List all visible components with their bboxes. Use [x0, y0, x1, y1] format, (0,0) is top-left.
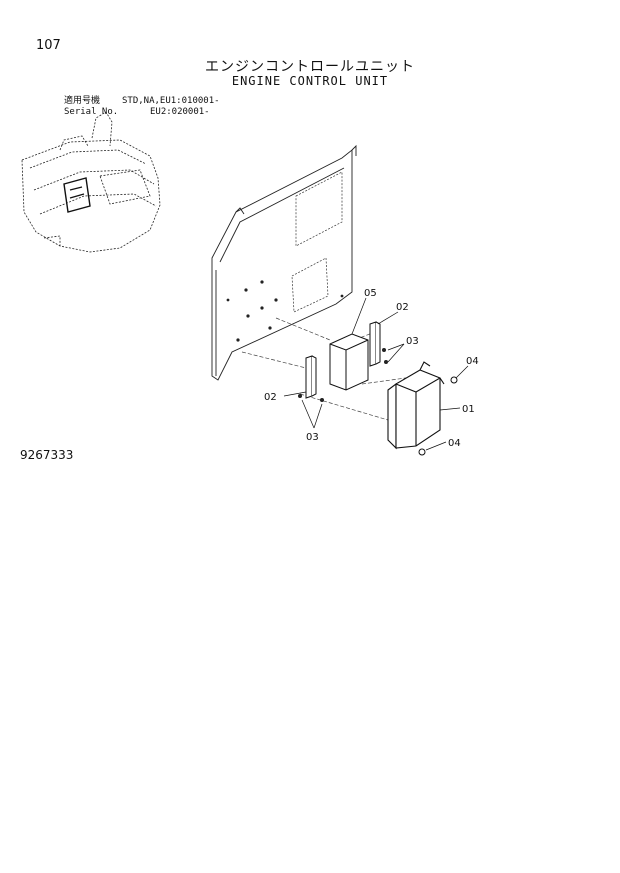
callout-04-upper: 04 — [466, 356, 479, 367]
leader-lines — [283, 297, 469, 451]
callout-03-lower: 03 — [306, 432, 319, 443]
machine-locator-thumbnail — [21, 111, 161, 253]
serial-label: 適用号機 — [64, 96, 101, 106]
panel-holes — [226, 280, 344, 342]
serial-label: Serial No. — [64, 107, 119, 117]
callout-05: 05 — [364, 288, 377, 299]
callout-04-lower: 04 — [448, 438, 461, 449]
part-05-controller — [329, 333, 369, 391]
part-01-engine-control-unit — [387, 361, 445, 450]
serial-value: STD,NA,EU1:010001- — [122, 96, 220, 106]
drawing-number: 9267333 — [20, 448, 74, 462]
part-04-bolts — [418, 376, 458, 456]
part-03-screws — [298, 348, 388, 402]
serial-row-applicable: 適用号機 STD,NA,EU1:010001- — [64, 96, 220, 107]
serial-info: 適用号機 STD,NA,EU1:010001- Serial No. EU2:0… — [64, 96, 220, 118]
callout-02-lower: 02 — [264, 392, 277, 403]
ecu-highlight-thumbnail — [63, 177, 91, 213]
panel-windows — [291, 171, 343, 313]
title-english: ENGINE CONTROL UNIT — [231, 74, 389, 88]
callout-02-upper: 02 — [396, 302, 409, 313]
part-02-bracket-upper — [369, 321, 381, 367]
serial-row-number: Serial No. EU2:020001- — [64, 107, 220, 118]
mounting-panel — [211, 144, 357, 381]
page-number: 107 — [36, 38, 61, 53]
part-02-bracket-lower — [305, 355, 317, 399]
title-japanese: エンジンコントロールユニット — [205, 59, 415, 75]
callout-03-upper: 03 — [406, 336, 419, 347]
serial-value: EU2:020001- — [150, 107, 210, 117]
callout-01: 01 — [462, 404, 475, 415]
